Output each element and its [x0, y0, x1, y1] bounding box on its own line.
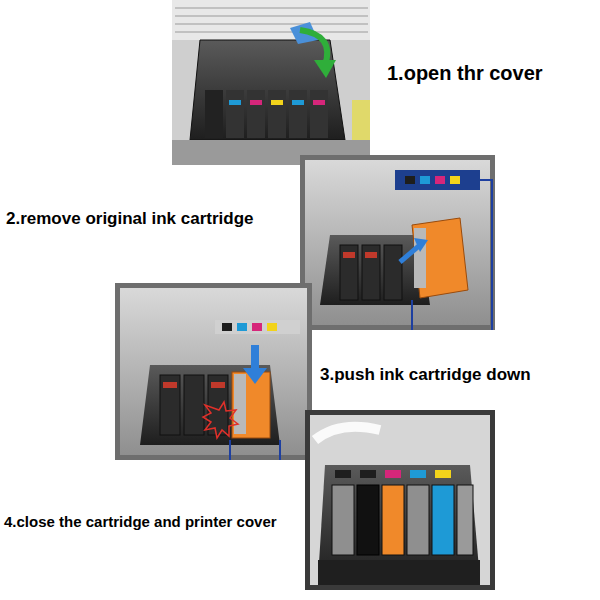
carriage [320, 235, 430, 305]
carriage [140, 365, 280, 445]
printer-interior [120, 288, 307, 455]
carriage-arm [315, 427, 380, 440]
panel-ground [115, 283, 312, 460]
label-strip [395, 170, 480, 190]
step-label: 2.remove original ink cartridge [4, 208, 256, 230]
leader-lines [412, 180, 492, 330]
cartridge-row [205, 90, 328, 138]
panel-ground [300, 155, 495, 330]
cartridge-clip [414, 228, 426, 288]
printer-interior [310, 415, 490, 585]
step-label: 1.open thr cover [385, 60, 545, 86]
panel-close-cover [305, 410, 495, 590]
cartridge-row [332, 470, 473, 555]
open-arrow-head [314, 60, 336, 78]
lift-arrow [400, 245, 420, 262]
panel-remove-cartridge [300, 155, 495, 330]
panel-push-cartridge [115, 283, 312, 460]
printer-grille [172, 0, 370, 40]
panel-open-cover [172, 0, 370, 165]
leader-lines [230, 440, 280, 460]
open-arrow [300, 30, 327, 65]
click-burst [203, 402, 238, 438]
carriage-base [318, 560, 480, 585]
carriage-cover [190, 40, 345, 140]
grille-lines [175, 8, 368, 32]
push-arrow [251, 345, 259, 372]
panel-ground [305, 410, 495, 590]
label-strip [215, 320, 300, 334]
orange-cartridge [412, 218, 468, 298]
step-label: 4.close the cartridge and printer cover [2, 512, 279, 532]
panel-ground [172, 0, 370, 165]
orange-cartridge [232, 372, 270, 438]
step-label: 3.push ink cartridge down [318, 364, 533, 386]
printer-interior [305, 160, 490, 325]
